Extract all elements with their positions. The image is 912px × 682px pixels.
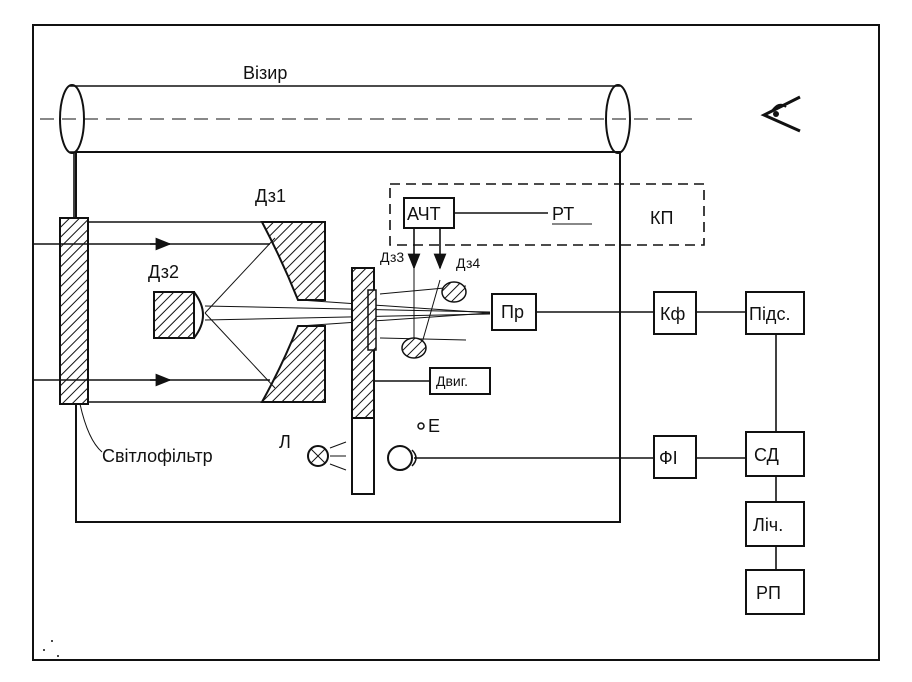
filter-label: Світлофільтр — [102, 446, 213, 466]
counter-label: Ліч. — [753, 515, 783, 535]
dz3-label: Дз3 — [380, 249, 404, 265]
optical-rays — [204, 237, 491, 389]
motor-box — [429, 367, 491, 395]
indicator-box — [745, 569, 805, 615]
kp-frame — [389, 183, 705, 246]
shaper-box — [653, 435, 697, 479]
lamp-icon — [307, 441, 347, 471]
sync-detector-box — [745, 431, 805, 477]
photocell-icon — [387, 422, 425, 471]
viewfinder: Візир — [40, 63, 700, 154]
receiver-label: Пр — [501, 302, 524, 322]
motor-label: Двиг. — [436, 373, 468, 389]
mirror-elements — [379, 268, 467, 359]
sync-detector-label: СД — [754, 445, 779, 465]
modulator-disc — [351, 267, 377, 495]
light-filter — [59, 217, 89, 405]
outer-frame — [32, 24, 880, 661]
dz2-label: Дз2 — [148, 262, 179, 282]
indicator-label: РП — [756, 583, 781, 603]
lens-icon — [605, 84, 631, 154]
lamp-label: Л — [279, 432, 291, 452]
thermo-regulator-label: РТ — [552, 204, 574, 224]
dz4-label: Дз4 — [456, 255, 480, 271]
filter-box-label: Кф — [660, 304, 685, 324]
receiver-chamber: Дз1 — [88, 186, 326, 403]
amplifier-label: Підс. — [749, 304, 790, 324]
amplifier-box — [745, 291, 805, 335]
shaper-label: ФІ — [659, 448, 678, 468]
kp-label: КП — [650, 208, 673, 228]
eye-icon — [760, 95, 801, 133]
photocell-label: Е — [428, 416, 440, 436]
detector-dz2: Дз2 — [148, 262, 204, 339]
counter-box — [745, 501, 805, 547]
filter-box — [653, 291, 697, 335]
lens-icon — [59, 84, 85, 154]
dz1-label: Дз1 — [255, 186, 286, 206]
blackbody-label: АЧТ — [407, 204, 441, 224]
viewfinder-label: Візир — [243, 63, 287, 83]
